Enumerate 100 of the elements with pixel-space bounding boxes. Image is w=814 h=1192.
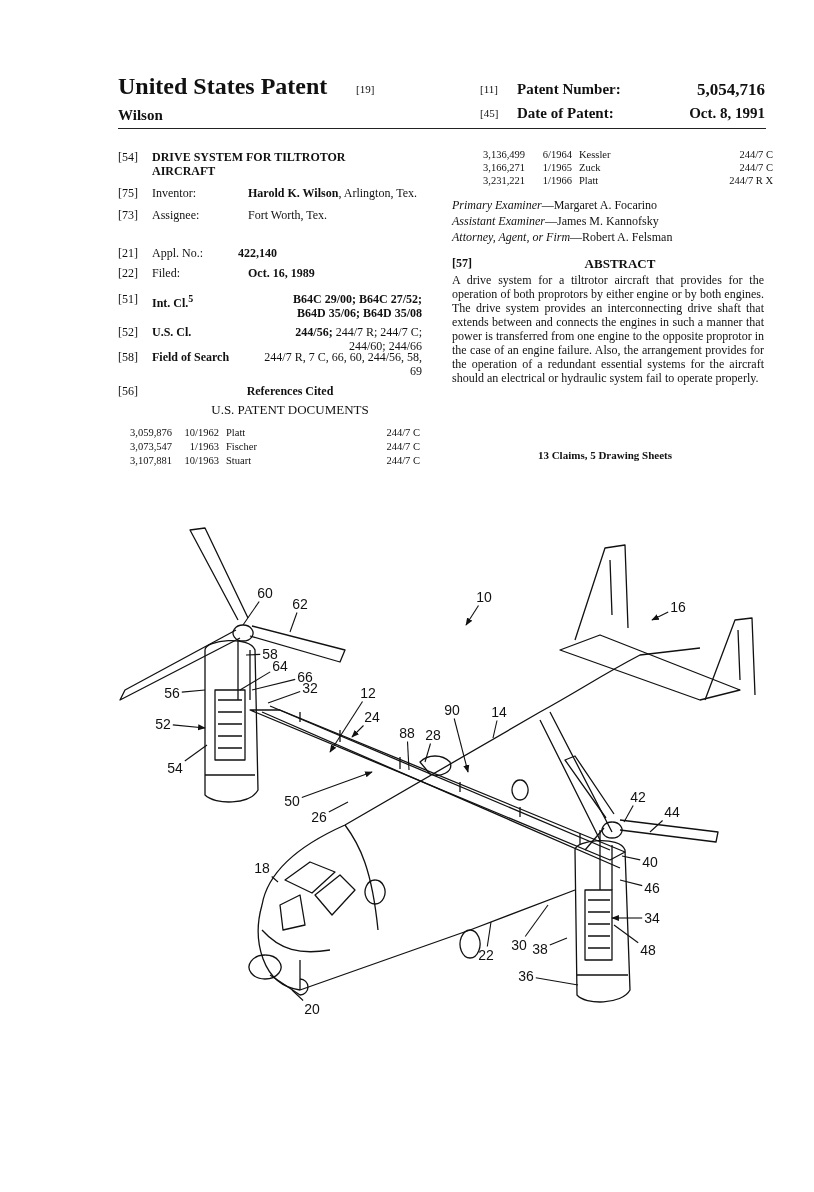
field-value: 244/56; 244/7 R; 244/7 C; 244/60; 244/66	[294, 325, 422, 353]
table-cell: Stuart	[226, 454, 252, 467]
table-cell-text: 244/7 C	[385, 454, 420, 467]
callout-number: 12	[359, 685, 377, 701]
field-code: [45]	[480, 107, 499, 120]
leader-arrow	[465, 604, 480, 626]
callout-number: 50	[283, 793, 301, 809]
table-cell: Fischer	[226, 440, 257, 453]
table-cell-text: 6/1964	[541, 148, 572, 161]
leader-line	[242, 600, 260, 626]
section-heading: ABSTRACT	[583, 256, 657, 272]
section-heading: U.S. PATENT DOCUMENTS	[210, 402, 370, 418]
callout-number: 14	[490, 704, 508, 720]
leader-line	[328, 801, 349, 813]
field-code: [51]	[118, 292, 138, 306]
invention-title: DRIVE SYSTEM FOR TILTROTOR AIRCRAFT	[152, 150, 347, 178]
leader-line	[619, 879, 643, 887]
field-code: [52]	[118, 325, 138, 339]
callout-number: 20	[303, 1001, 321, 1017]
examiner-line: Attorney, Agent, or Firm—Robert A. Felsman	[452, 230, 673, 244]
callout-number: 44	[663, 804, 681, 820]
leader-line	[524, 904, 549, 938]
field-label: Date of Patent:	[517, 104, 614, 122]
table-cell: Platt	[579, 174, 599, 187]
callout-number: 24	[363, 709, 381, 725]
callout-number: 48	[639, 942, 657, 958]
field-label: Assignee:	[152, 208, 200, 222]
claims-note: 13 Claims, 5 Drawing Sheets	[536, 449, 674, 462]
table-cell-text: 244/7 C	[738, 161, 773, 174]
leader-arrow	[651, 611, 669, 621]
callout-number: 26	[310, 809, 328, 825]
table-cell-text: 244/7 R X	[728, 174, 773, 187]
callout-number: 30	[510, 937, 528, 953]
field-label: Int. Cl.$^{5}$	[152, 292, 194, 310]
field-code: [73]	[118, 208, 138, 222]
table-cell: 3,166,271	[483, 161, 525, 174]
callout-number: 56	[163, 685, 181, 701]
inventor-surname: Wilson	[118, 106, 163, 124]
table-cell-text: 1/1963	[188, 440, 219, 453]
callout-number: 60	[256, 585, 274, 601]
leader-line	[406, 740, 410, 771]
table-cell: Kessler	[579, 148, 611, 161]
field-code: [21]	[118, 246, 138, 260]
leader-line	[291, 989, 304, 1002]
field-value: Fort Worth, Tex.	[248, 208, 328, 222]
leader-arrow	[301, 771, 373, 799]
table-cell: Platt	[226, 426, 246, 439]
field-code: [57]	[452, 256, 472, 270]
leader-line	[239, 671, 271, 691]
callout-number: 22	[477, 947, 495, 963]
field-value: B64C 29/00; B64C 27/52; B64D 35/06; B64D 35/08	[292, 292, 422, 320]
callout-number: 52	[154, 716, 172, 732]
leader-line	[613, 924, 639, 944]
callout-number: 54	[166, 760, 184, 776]
leader-line	[289, 611, 298, 633]
field-label: U.S. Cl.	[152, 325, 192, 339]
callout-number: 40	[641, 854, 659, 870]
callout-number: 36	[517, 968, 535, 984]
field-label: Appl. No.:	[152, 246, 203, 260]
callout-number: 34	[643, 910, 661, 926]
table-cell-text: 1/1965	[541, 161, 572, 174]
examiner-line: Primary Examiner—Margaret A. Focarino	[452, 198, 658, 212]
abstract-text: A drive system for a tiltrotor aircraft that provides for the operation of both proprotors by either engine or by both engines. The drive system provides an interconnecting drive shaft that extends between and connects the engines in such a manner that power is transferred from one engine to the opposite proprotor in the case of an engine failure. Also, the arrangement provides for the operation of a redundant essential systems for the aircraft should an electrical or hydraulic system fail to operate properly.	[452, 273, 764, 385]
table-cell-text: 244/7 C	[738, 148, 773, 161]
callout-number: 90	[443, 702, 461, 718]
field-value: Oct. 16, 1989	[248, 266, 315, 280]
table-cell-text: 1/1966	[541, 174, 572, 187]
field-code: [75]	[118, 186, 138, 200]
callout-number: 10	[475, 589, 493, 605]
table-cell: 3,073,547	[130, 440, 172, 453]
field-code: [58]	[118, 350, 138, 364]
table-cell: 3,059,876	[130, 426, 172, 439]
leader-line	[251, 678, 296, 691]
patent-office-heading: United States Patent	[118, 72, 328, 101]
leader-line	[245, 653, 261, 656]
leader-arrow	[611, 914, 643, 922]
leader-line	[649, 819, 664, 833]
leader-arrow	[453, 717, 470, 773]
leader-line	[424, 742, 432, 763]
field-code: [19]	[356, 83, 375, 96]
callout-number: 38	[531, 941, 549, 957]
table-cell-text: 244/7 C	[385, 440, 420, 453]
leader-line	[621, 855, 641, 861]
patent-date: Oct. 8, 1991	[688, 104, 765, 122]
examiner-line: Assistant Examiner—James M. Kannofsky	[452, 214, 659, 228]
leader-line	[181, 689, 206, 693]
leader-line	[184, 744, 208, 762]
callout-number: 28	[424, 727, 442, 743]
leader-line	[486, 921, 492, 948]
callout-number: 62	[291, 596, 309, 612]
leader-line	[492, 719, 498, 739]
leader-line	[549, 937, 568, 946]
table-cell-text: 244/7 C	[385, 426, 420, 439]
leader-arrow	[329, 700, 364, 753]
field-label: Inventor:	[152, 186, 196, 200]
table-cell: 3,107,881	[130, 454, 172, 467]
field-value: Harold K. Wilson, Arlington, Tex.	[248, 186, 417, 200]
leader-line	[271, 875, 279, 883]
leader-line	[623, 804, 634, 823]
callout-number: 18	[253, 860, 271, 876]
